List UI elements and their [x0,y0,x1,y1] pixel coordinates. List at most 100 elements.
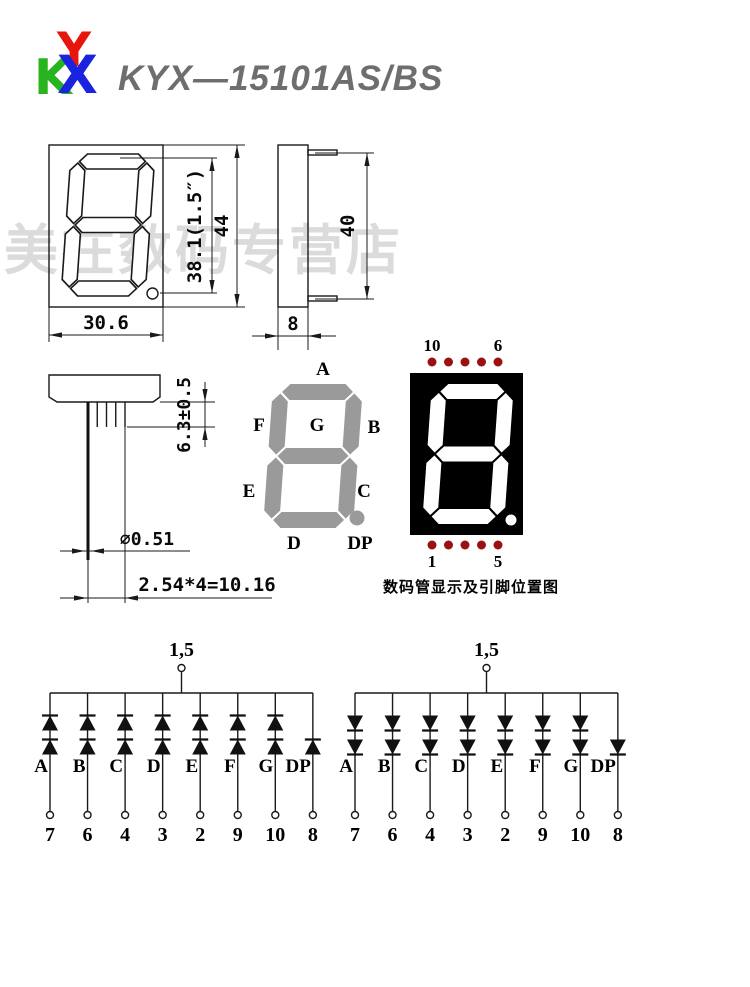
pin-dot-top [493,357,503,367]
segment-label-d: D [287,533,301,554]
diode-triangle [117,739,134,755]
diode-triangle [192,715,209,731]
dim-digit-height: 38.1(1.5″) [184,169,206,283]
branch-segment-label: A [339,756,353,777]
diode-triangle [534,739,551,755]
branch-terminal [613,810,623,820]
branch-terminal [158,810,167,820]
pin-dot-top [460,357,470,367]
diode-triangle [497,715,514,731]
diode-triangle [267,739,284,755]
branch-pin-number: 10 [265,824,285,846]
pin-dot-top [477,357,486,367]
logo-letter-k: K [34,49,72,106]
diode-triangle [192,739,209,755]
branch-terminal [83,810,92,820]
segment-label-a: A [316,359,330,380]
segment-label-e: E [243,481,256,502]
pin-dot-bottom [460,540,470,550]
diode-triangle [572,739,589,755]
pin-number-top-right: 6 [494,336,503,355]
branch-pin-number: 2 [500,824,510,846]
pin-dot-bottom [493,540,503,550]
branch-terminal [388,810,397,820]
segment-label-c: C [357,481,371,502]
segment-label-g: G [310,415,325,436]
dim-lead-pitch: 2.54*4=10.16 [138,574,275,596]
diode-triangle [534,715,551,731]
photo-dp-dot [505,514,517,526]
branch-terminal [350,810,360,820]
diode-triangle [459,739,476,755]
diode-triangle [79,715,96,731]
diode-triangle [422,739,439,755]
branch-segment-label: B [73,756,86,777]
branch-pin-number: 7 [45,824,55,846]
branch-segment-label: D [147,756,161,777]
branch-pin-number: 6 [388,824,398,846]
pin-dot-bottom [444,540,453,550]
diode-triangle [347,739,363,755]
pin-dot-bottom [477,540,486,550]
side-body-outline [277,144,309,308]
pin-view-body [48,374,161,403]
branch-pin-number: 2 [195,824,205,846]
branch-pin-number: 3 [158,824,168,846]
logo-letter-x: X [57,45,98,106]
branch-segment-label: E [491,756,504,777]
branch-segment-label: D [452,756,466,777]
dim-lead-diameter: ⌀0.51 [120,529,174,550]
branch-terminal [271,810,280,820]
dim-package-width: 30.6 [83,312,129,334]
branch-terminal [195,810,205,820]
pin-number-bottom-left: 1 [428,552,437,571]
branch-terminal [538,810,547,820]
side-view: 40 8 [252,144,374,350]
diode-triangle [384,739,401,755]
diode-triangle [497,739,514,755]
branch-terminal [576,810,585,820]
branch-segment-label: C [109,756,123,777]
branch-segment-label: G [564,756,579,777]
diode-triangle [154,739,171,755]
diode-triangle [42,715,58,731]
branch-terminal [233,810,242,820]
common-terminal [482,663,491,673]
branch-segment-label: C [414,756,428,777]
branch-segment-label: DP [591,756,617,777]
photo-digit [423,384,513,524]
diode-triangle [384,715,401,731]
dim-side-depth: 8 [287,313,298,335]
diode-triangle [154,715,171,731]
display-photo: 10 6 1 5 [410,336,523,571]
photo-caption: 数码管显示及引脚位置图 [383,578,560,596]
pin-number-bottom-right: 5 [494,552,503,571]
segment-dp-dot [349,510,365,526]
dim-package-height: 44 [211,215,233,238]
branch-pin-number: 7 [350,824,360,846]
branch-segment-label: DP [286,756,312,777]
branch-segment-label: E [186,756,199,777]
front-dp-circle [146,287,159,300]
branch-segment-label: A [34,756,48,777]
branch-pin-number: 3 [463,824,473,846]
pin-side-view: 6.3±0.5 ⌀0.51 2.54*4=10.16 [48,374,276,603]
diode-triangle [267,715,284,731]
common-pins-label: 1,5 [474,639,499,661]
diode-triangle [229,715,246,731]
branch-segment-label: F [224,756,236,777]
diode-triangle [79,739,96,755]
branch-terminal [463,810,472,820]
diode-triangle [347,715,363,731]
pin-dot-top [427,357,437,367]
diode-triangle [422,715,439,731]
branch-terminal [308,810,318,820]
diode-triangle [42,739,58,755]
pin-dot-top [444,357,453,367]
segment-label-f: F [253,415,265,436]
segment-label-dp: DP [347,533,373,554]
branch-segment-label: B [378,756,391,777]
